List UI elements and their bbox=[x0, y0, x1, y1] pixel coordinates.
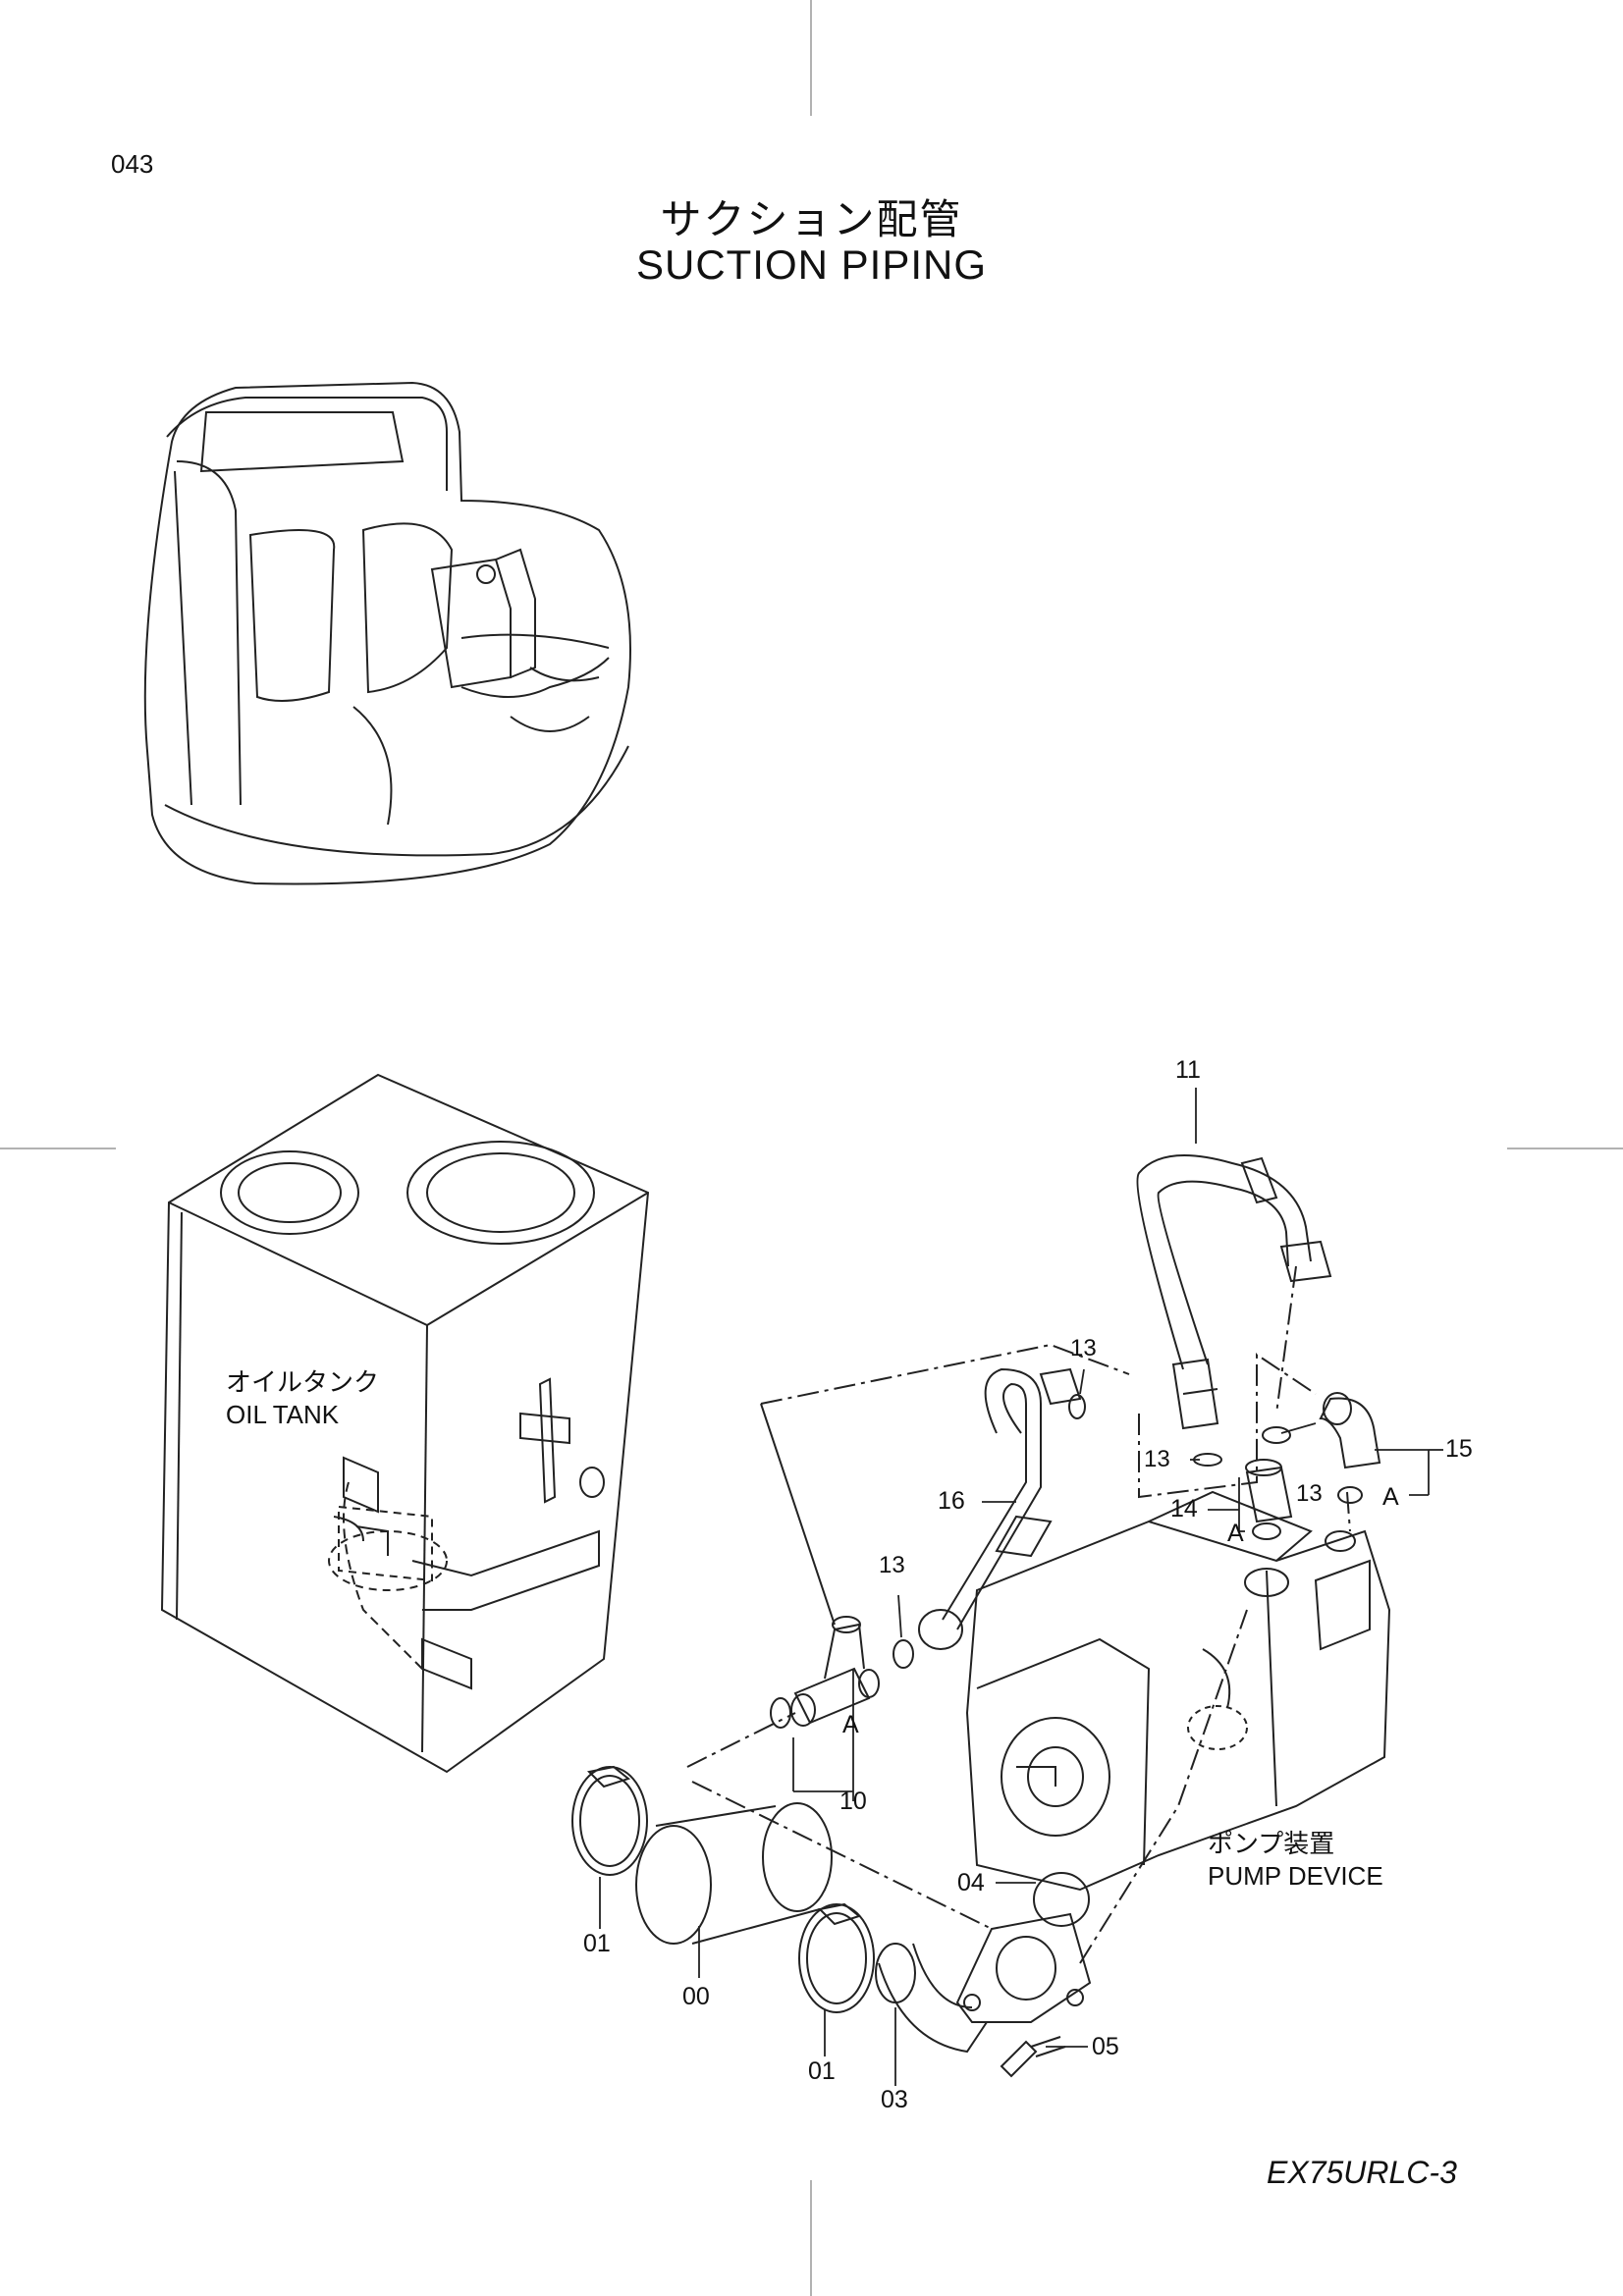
callout-05: 05 bbox=[1092, 2033, 1119, 2060]
oil-tank-illustration bbox=[160, 1073, 650, 1774]
o-ring-13a bbox=[1068, 1394, 1086, 1419]
o-ring-04 bbox=[1033, 1872, 1090, 1927]
o-ring-a1 bbox=[770, 1697, 791, 1729]
model-number: EX75URLC-3 bbox=[1267, 2155, 1457, 2190]
ref-a-14: A bbox=[1227, 1520, 1244, 1547]
ref-a-10: A bbox=[842, 1711, 859, 1738]
tee-linkage bbox=[760, 1403, 836, 1626]
callout-13-d: 13 bbox=[1296, 1480, 1323, 1507]
o-ring-13c bbox=[893, 1639, 914, 1669]
callout-11: 11 bbox=[1175, 1056, 1201, 1084]
callout-04: 04 bbox=[957, 1869, 985, 1896]
hose-assembly-16 bbox=[918, 1367, 1082, 1650]
tee-fitting-10 bbox=[790, 1616, 880, 1727]
callout-14: 14 bbox=[1170, 1495, 1198, 1522]
suction-hose-00 bbox=[635, 1802, 833, 1945]
page-title-japanese: サクション配管 bbox=[660, 195, 963, 243]
callout-13-c: 13 bbox=[879, 1552, 905, 1578]
pump-device-caption: ポンプ装置 PUMP DEVICE bbox=[1208, 1828, 1383, 1892]
oil-tank-caption-en: OIL TANK bbox=[226, 1399, 340, 1429]
hose-clamp-01b bbox=[798, 1902, 875, 2013]
leader-lines bbox=[599, 1088, 1443, 2086]
oil-tank-caption-jp: オイルタンク bbox=[226, 1367, 380, 1397]
oil-tank-caption: オイルタンク OIL TANK bbox=[226, 1366, 379, 1430]
callout-00: 00 bbox=[682, 1983, 710, 2010]
callout-13-a: 13 bbox=[1070, 1335, 1097, 1362]
pump-device-illustration bbox=[965, 1490, 1391, 1892]
callout-13-b: 13 bbox=[1144, 1446, 1170, 1472]
callout-16: 16 bbox=[938, 1487, 965, 1515]
page-number: 043 bbox=[111, 149, 154, 179]
connection-lines bbox=[686, 1265, 1351, 1964]
callout-10: 10 bbox=[839, 1788, 867, 1815]
hose-clamp-01a bbox=[571, 1765, 648, 1876]
page-title-english: SUCTION PIPING bbox=[635, 241, 988, 288]
pump-device-caption-en: PUMP DEVICE bbox=[1208, 1860, 1383, 1891]
callout-01-a: 01 bbox=[583, 1930, 611, 1957]
callout-15: 15 bbox=[1445, 1435, 1473, 1463]
ref-a-15: A bbox=[1382, 1483, 1399, 1511]
excavator-illustration bbox=[143, 381, 631, 885]
hose-assembly-11 bbox=[1136, 1154, 1332, 1430]
adapter-14 bbox=[1245, 1459, 1293, 1523]
o-ring-13d bbox=[1262, 1426, 1291, 1444]
o-ring-a3 bbox=[1337, 1486, 1363, 1504]
o-ring-a2 bbox=[1252, 1522, 1281, 1540]
pump-device-caption-jp: ポンプ装置 bbox=[1208, 1829, 1335, 1858]
callout-01-b: 01 bbox=[808, 2057, 836, 2085]
elbow-pipe-03 bbox=[875, 1912, 1092, 2054]
elbow-fitting-15 bbox=[1319, 1392, 1381, 1469]
bolt-05 bbox=[1000, 2036, 1066, 2078]
callout-03: 03 bbox=[881, 2086, 908, 2113]
